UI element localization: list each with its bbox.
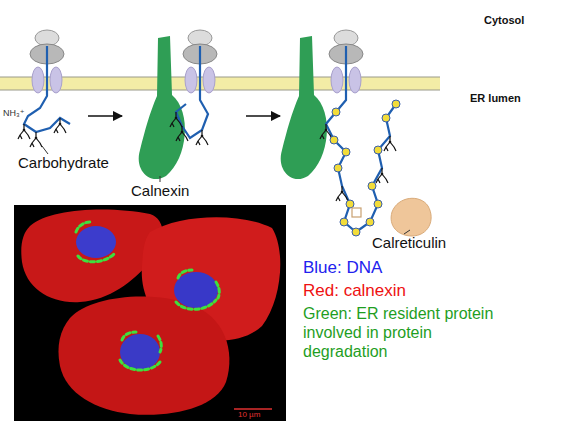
region-label: ER lumen — [470, 92, 521, 105]
carbohydrate-tree — [18, 124, 30, 139]
residue-bead — [368, 182, 376, 190]
polypeptide-chain — [24, 46, 70, 132]
er-stain — [120, 332, 161, 370]
part-label: Calnexin — [131, 182, 189, 200]
calreticulin-protein — [391, 198, 431, 236]
carbohydrate-tree — [376, 168, 388, 183]
er-staining — [76, 222, 219, 370]
leader-line — [42, 146, 48, 154]
residue-bead — [374, 200, 382, 208]
translocon — [331, 67, 343, 93]
er-stain — [176, 270, 219, 309]
cell-body — [21, 210, 162, 303]
residue-bead — [392, 100, 400, 108]
color-key-text: Blue: DNA — [303, 258, 382, 278]
residue-bead — [352, 228, 360, 236]
translocon — [32, 67, 44, 93]
residue-bead — [346, 200, 354, 208]
translocon — [50, 67, 62, 93]
glucose-square — [352, 208, 361, 217]
polypeptide-chain — [326, 46, 396, 232]
residue-beads — [330, 100, 400, 236]
step-arrow — [88, 115, 122, 117]
residue-bead — [340, 218, 348, 226]
er-membrane — [0, 77, 440, 90]
translocon — [349, 67, 361, 93]
translocon — [203, 67, 215, 93]
part-label: Calreticulin — [372, 234, 446, 252]
carbohydrate-tree — [196, 130, 208, 145]
residue-bead — [374, 146, 382, 154]
terminus-label: NH₃⁺ — [3, 108, 24, 119]
scale-label: 10 µm — [238, 410, 260, 420]
step-arrow — [246, 115, 280, 117]
carbohydrate-tree — [170, 112, 182, 127]
part-label: Carbohydrate — [18, 154, 109, 172]
color-key-text: Green: ER resident protein involved in p… — [303, 304, 518, 362]
carbohydrate-tree — [384, 136, 396, 151]
leader-line — [404, 230, 410, 234]
er-stain — [76, 222, 114, 262]
nucleus — [76, 226, 116, 258]
micrograph-background — [14, 205, 286, 421]
membrane-edge — [0, 90, 440, 91]
carbohydrate-tree — [30, 132, 42, 147]
calnexin-protein — [281, 36, 327, 179]
residue-bead — [366, 218, 374, 226]
translocon — [185, 67, 197, 93]
color-key-text: Red: calnexin — [303, 281, 406, 301]
residue-bead — [342, 148, 350, 156]
calnexin-protein — [139, 36, 185, 179]
residue-bead — [382, 114, 390, 122]
residue-bead — [334, 164, 342, 172]
membrane-edge — [0, 77, 440, 78]
region-label: Cytosol — [484, 14, 524, 27]
scale-bar — [234, 408, 272, 410]
carbohydrate-tree — [320, 124, 332, 139]
carbohydrate-tree — [54, 118, 66, 133]
residue-bead — [332, 108, 340, 116]
carbohydrate-tree — [336, 186, 348, 201]
residue-bead — [330, 136, 338, 144]
carbohydrate-tree — [176, 126, 188, 141]
cell-body — [58, 296, 229, 414]
leader-line — [160, 176, 161, 182]
